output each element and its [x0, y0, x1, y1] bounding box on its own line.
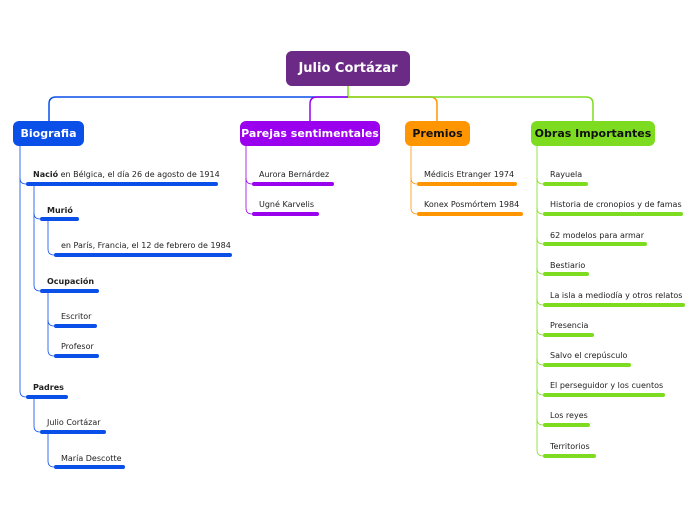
- obra-item-underline: [543, 242, 647, 246]
- obra-item[interactable]: El perseguidor y los cuentos: [550, 381, 664, 390]
- premios-node[interactable]: Premios: [405, 121, 470, 146]
- murio-underline: [40, 217, 79, 221]
- obra-item[interactable]: La isla a mediodía y otros relatos: [550, 291, 683, 300]
- padres-item[interactable]: María Descotte: [61, 454, 122, 463]
- premio-item-underline: [417, 182, 517, 186]
- obra-item-underline: [543, 333, 594, 337]
- obras-node[interactable]: Obras Importantes: [531, 121, 655, 146]
- obra-item-underline: [543, 454, 596, 458]
- biografia-node[interactable]: Biografia: [13, 121, 84, 146]
- murio-topic[interactable]: Murió: [47, 206, 73, 216]
- premio-item-underline: [417, 212, 523, 216]
- root-node[interactable]: Julio Cortázar: [286, 51, 410, 86]
- murio-detail-underline: [54, 253, 232, 257]
- obra-item-underline: [543, 182, 588, 186]
- ocupacion-item-underline: [54, 354, 99, 358]
- obra-item-underline: [543, 363, 631, 367]
- padres-item-underline: [40, 430, 106, 434]
- obra-item-underline: [543, 212, 683, 216]
- padres-item-underline: [54, 465, 125, 469]
- parejas-label: Parejas sentimentales: [241, 127, 379, 140]
- obra-item[interactable]: Los reyes: [550, 411, 588, 420]
- obra-item-underline: [543, 423, 590, 427]
- ocupacion-item-underline: [54, 324, 97, 328]
- premios-label: Premios: [412, 127, 463, 140]
- obra-item[interactable]: Bestiario: [550, 261, 586, 270]
- obra-item[interactable]: Territorios: [550, 442, 590, 451]
- padres-underline: [26, 395, 68, 399]
- pareja-item-underline: [252, 212, 319, 216]
- nacio-underline: [26, 182, 218, 186]
- obra-item-underline: [543, 393, 665, 397]
- ocupacion-label: Ocupación: [47, 277, 95, 286]
- obra-item[interactable]: 62 modelos para armar: [550, 231, 644, 240]
- premio-item[interactable]: Médicis Etranger 1974: [424, 170, 515, 179]
- padres-topic[interactable]: Padres: [33, 383, 64, 393]
- obra-item[interactable]: Presencia: [550, 321, 589, 330]
- obra-item[interactable]: Salvo el crepúsculo: [550, 351, 628, 360]
- biografia-label: Biografia: [20, 127, 77, 140]
- padres-label: Padres: [33, 383, 64, 392]
- obra-item[interactable]: Rayuela: [550, 170, 583, 179]
- root-label: Julio Cortázar: [298, 61, 398, 76]
- obra-item-underline: [543, 272, 589, 276]
- pareja-item-underline: [252, 182, 334, 186]
- obra-item-underline: [543, 303, 685, 307]
- parejas-node[interactable]: Parejas sentimentales: [240, 121, 380, 146]
- ocupacion-item[interactable]: Profesor: [61, 342, 94, 351]
- obras-label: Obras Importantes: [534, 127, 652, 140]
- ocupacion-underline: [40, 289, 99, 293]
- padres-item[interactable]: Julio Cortázar: [47, 418, 101, 427]
- murio-label: Murió: [47, 206, 73, 215]
- ocupacion-topic[interactable]: Ocupación: [47, 277, 94, 287]
- nacio-topic[interactable]: Nació en Bélgica, el día 26 de agosto de…: [33, 170, 220, 180]
- murio-detail[interactable]: en París, Francia, el 12 de febrero de 1…: [61, 241, 231, 250]
- pareja-item[interactable]: Ugné Karvelis: [259, 200, 315, 209]
- obra-item[interactable]: Historia de cronopios y de famas: [550, 200, 682, 209]
- premio-item[interactable]: Konex Posmórtem 1984: [424, 200, 520, 209]
- nacio-text: en Bélgica, el día 26 de agosto de 1914: [58, 170, 220, 179]
- ocupacion-item[interactable]: Escritor: [61, 312, 92, 321]
- nacio-bold: Nació: [33, 170, 59, 179]
- pareja-item[interactable]: Aurora Bernárdez: [259, 170, 330, 179]
